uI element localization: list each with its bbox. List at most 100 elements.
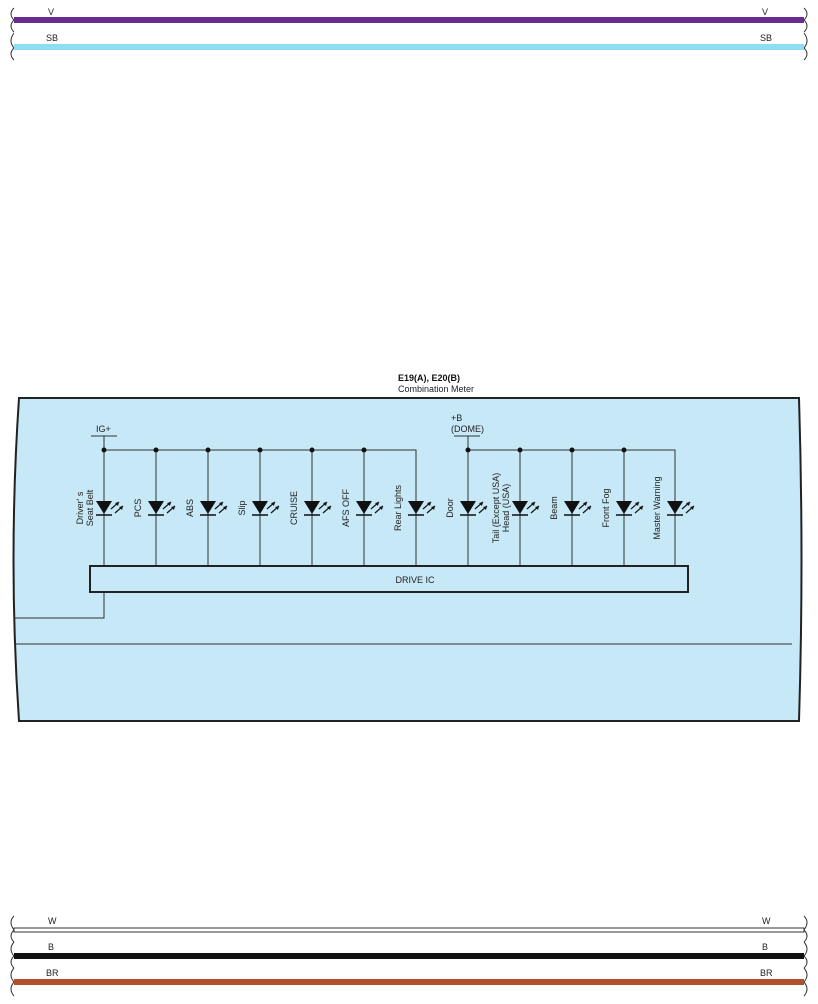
wire-code-right: W — [762, 916, 771, 926]
bottom-wire-group: W W B B BR BR — [10, 915, 808, 997]
light-arrowhead — [375, 502, 379, 506]
indicator-label: PCS — [133, 499, 143, 518]
b-power-label: +B — [451, 413, 462, 423]
wire-v-line — [14, 17, 804, 23]
light-arrowhead — [479, 502, 483, 506]
led-symbol — [96, 501, 112, 514]
indicator-led: PCS — [133, 447, 176, 566]
indicator-led: Rear Lights — [393, 450, 436, 566]
wire-code-left: V — [48, 7, 54, 17]
junction-dot — [257, 447, 263, 453]
break-mark-left — [10, 941, 15, 969]
component-name: Combination Meter — [398, 384, 474, 394]
indicator-led: Slip — [237, 447, 280, 566]
led-symbol — [252, 501, 268, 514]
wire-w-line — [13, 927, 805, 933]
led-symbol — [564, 501, 580, 514]
light-arrowhead — [327, 506, 331, 510]
wire-code-left: SB — [46, 33, 58, 43]
break-mark-left — [10, 967, 15, 997]
wire-code-left: W — [48, 916, 57, 926]
wire-code-right: B — [762, 942, 768, 952]
indicator-label: Tail (Except USA) — [491, 473, 501, 544]
indicator-label: Slip — [237, 500, 247, 515]
junction-dot — [101, 447, 107, 453]
wire-code-left: BR — [46, 968, 59, 978]
indicator-label: Driver' s — [75, 491, 85, 524]
light-arrowhead — [427, 502, 431, 506]
indicator-label: ABS — [185, 499, 195, 517]
break-mark-right — [803, 941, 808, 969]
light-arrowhead — [583, 502, 587, 506]
wire-v: V V — [10, 7, 808, 33]
break-mark-right — [803, 7, 808, 33]
light-arrowhead — [275, 506, 279, 510]
break-mark-right — [803, 32, 808, 61]
junction-dot — [621, 447, 627, 453]
light-arrowhead — [171, 506, 175, 510]
light-arrowhead — [431, 506, 435, 510]
light-arrowhead — [167, 502, 171, 506]
wire-sb: SB SB — [10, 32, 808, 61]
connector-id: E19(A), E20(B) — [398, 373, 460, 383]
led-symbol — [148, 501, 164, 514]
junction-dot — [517, 447, 523, 453]
wire-br-line — [14, 979, 804, 985]
wire-code-right: V — [762, 7, 768, 17]
indicator-label: Front Fog — [601, 488, 611, 527]
junction-dot — [569, 447, 575, 453]
b-power-sublabel: (DOME) — [451, 424, 484, 434]
junction-dot — [361, 447, 367, 453]
light-arrowhead — [119, 506, 123, 510]
break-mark-right — [803, 967, 808, 997]
led-symbol — [304, 501, 320, 514]
indicator-led: Door — [445, 447, 488, 566]
ig-power-label: IG+ — [96, 424, 111, 434]
light-arrowhead — [323, 502, 327, 506]
wire-br: BR BR — [10, 967, 808, 997]
junction-dot — [205, 447, 211, 453]
light-arrowhead — [219, 502, 223, 506]
light-arrowhead — [587, 506, 591, 510]
indicator-led: Master Warning — [652, 450, 695, 566]
light-arrowhead — [690, 506, 694, 510]
top-wire-group: V V SB SB — [10, 7, 808, 61]
led-symbol — [460, 501, 476, 514]
wire-code-right: SB — [760, 33, 772, 43]
wire-sb-line — [14, 44, 804, 50]
led-symbol — [200, 501, 216, 514]
indicator-led: Front Fog — [601, 447, 644, 566]
indicator-label: Beam — [549, 496, 559, 520]
indicator-label: AFS OFF — [341, 488, 351, 527]
break-mark-left — [10, 32, 15, 61]
light-arrowhead — [635, 502, 639, 506]
led-symbol — [408, 501, 424, 514]
light-arrowhead — [115, 502, 119, 506]
indicator-label: Door — [445, 498, 455, 518]
light-arrowhead — [379, 506, 383, 510]
wire-code-left: B — [48, 942, 54, 952]
wire-b-line — [14, 953, 804, 959]
wire-w: W W — [10, 915, 808, 943]
indicator-label: Seat Belt — [85, 489, 95, 526]
wire-b: B B — [10, 941, 808, 969]
indicator-led: ABS — [185, 447, 228, 566]
indicator-label: Head (USA) — [501, 484, 511, 533]
light-arrowhead — [223, 506, 227, 510]
light-arrowhead — [639, 506, 643, 510]
junction-dot — [465, 447, 471, 453]
indicator-led: Tail (Except USA)Head (USA) — [491, 447, 540, 566]
led-symbol — [512, 501, 528, 514]
led-symbol — [356, 501, 372, 514]
light-arrowhead — [271, 502, 275, 506]
light-arrowhead — [483, 506, 487, 510]
wire-code-right: BR — [760, 968, 773, 978]
drive-ic-label: DRIVE IC — [395, 575, 435, 585]
light-arrowhead — [535, 506, 539, 510]
indicator-led: Beam — [549, 447, 592, 566]
ground-trace — [14, 592, 105, 619]
